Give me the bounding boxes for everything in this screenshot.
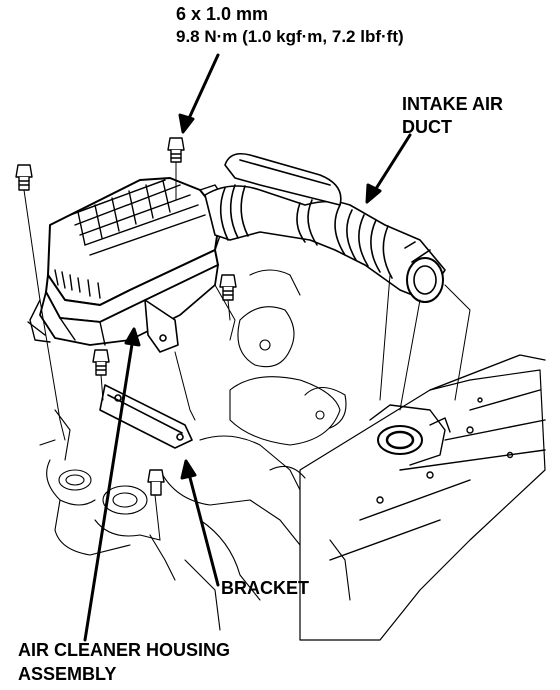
bolt-size-label: 6 x 1.0 mm	[176, 4, 269, 24]
left-engine-detail	[39, 409, 176, 581]
callout-arrows	[83, 53, 412, 642]
engine-detail	[159, 269, 351, 631]
torque-arrow	[178, 53, 220, 134]
bolt-icon	[167, 137, 185, 163]
duct-label-line2: DUCT	[402, 117, 452, 137]
bolt-icons	[15, 137, 237, 496]
intake-air-duct	[204, 152, 446, 303]
bolt-icon	[92, 349, 110, 376]
housing-label-line2: ASSEMBLY	[18, 664, 117, 684]
bolt-icon	[219, 274, 237, 301]
engine-block	[299, 354, 546, 641]
bolt-icon	[147, 469, 165, 496]
guide-lines	[23, 161, 471, 541]
duct-label-line1: INTAKE AIR	[402, 94, 503, 114]
housing-arrow	[83, 327, 141, 642]
torque-label: 9.8 N·m (1.0 kgf·m, 7.2 lbf·ft)	[176, 27, 404, 46]
bracket-arrow	[180, 459, 220, 587]
bolt-icon	[15, 164, 33, 191]
bracket-label: BRACKET	[221, 578, 309, 598]
air-cleaner-housing	[27, 177, 226, 346]
duct-arrow	[365, 133, 412, 204]
housing-label-line1: AIR CLEANER HOUSING	[18, 640, 231, 660]
